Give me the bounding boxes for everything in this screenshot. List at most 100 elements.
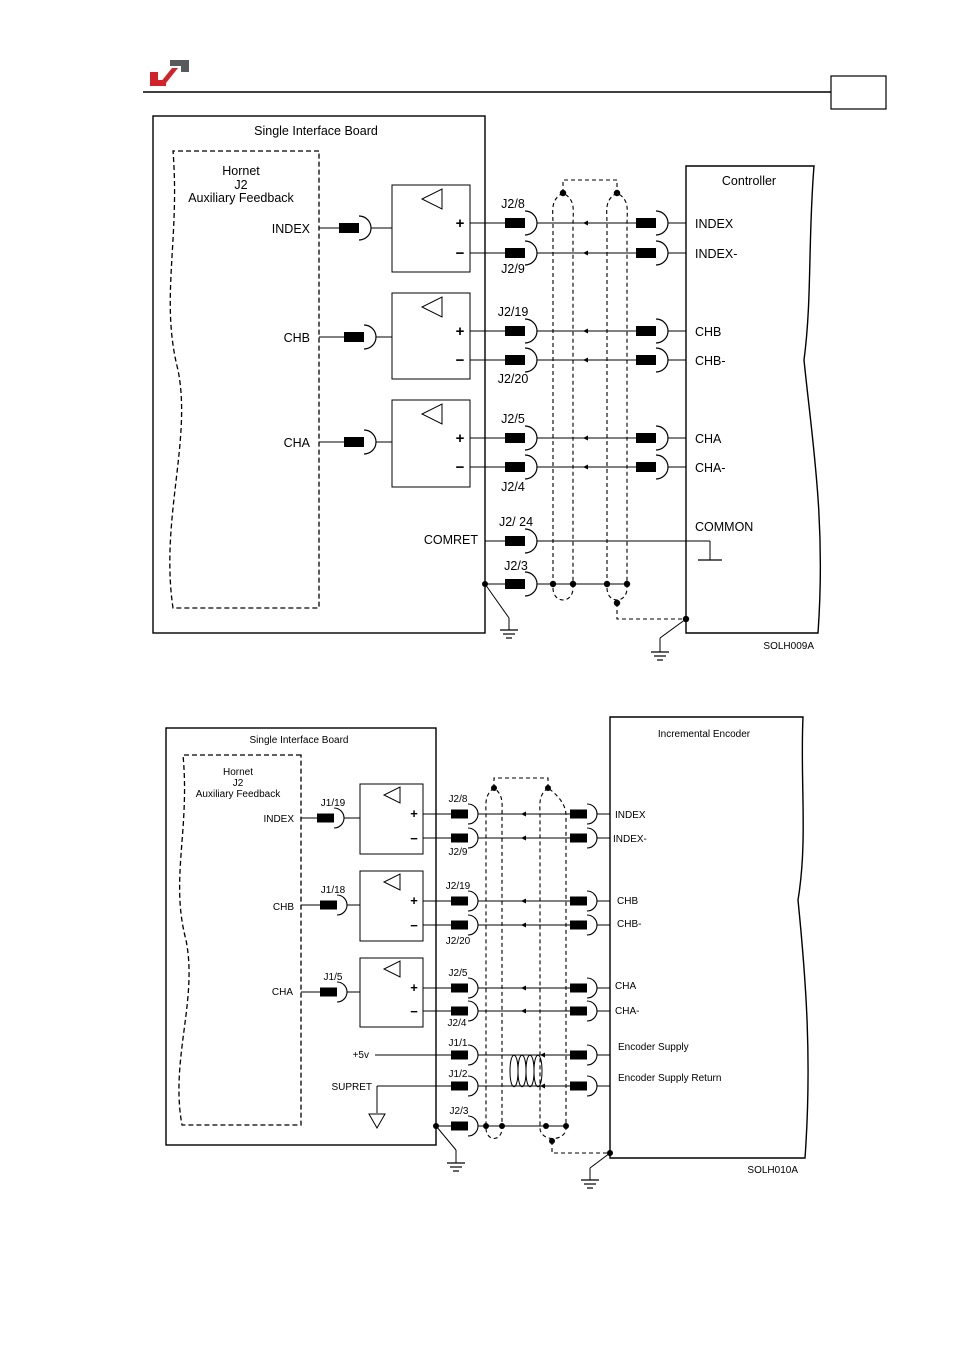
connector xyxy=(504,318,538,344)
controller-plus-label: CHA xyxy=(695,432,722,446)
connector xyxy=(569,914,598,936)
connector xyxy=(569,1075,598,1097)
channel-cha: CHA J1/5 + − J2/5 J2/4 CHA CHA- xyxy=(272,957,639,1029)
amplifier-triangle-icon xyxy=(382,786,401,804)
line-receiver-box xyxy=(391,184,471,273)
encoder-plus-label: CHB xyxy=(617,896,638,907)
minus-sign: − xyxy=(456,459,465,476)
supply-pin-label: J1/1 xyxy=(449,1038,468,1049)
line-receiver-box xyxy=(359,783,424,855)
connector xyxy=(504,528,538,554)
connector xyxy=(635,454,669,480)
channel-cha: CHA + − J2/5 J2/4 CHA CHA- xyxy=(284,399,726,494)
shield-junction-dots xyxy=(483,785,613,1156)
board-signal-label: CHB xyxy=(284,331,310,345)
encoder-plus-label: CHA xyxy=(615,981,636,992)
connector xyxy=(450,890,479,912)
shield-line: J2/3 xyxy=(433,1106,566,1172)
hornet-label-line3: Auxiliary Feedback xyxy=(196,789,281,800)
connector xyxy=(450,1115,479,1137)
pin-minus-label: J2/9 xyxy=(501,262,525,276)
board-signal-label: CHB xyxy=(273,902,294,913)
controller-plus-label: INDEX xyxy=(695,217,734,231)
pin-minus-label: J2/4 xyxy=(501,480,525,494)
ground-icon xyxy=(580,1179,600,1189)
board-pin-label: J1/5 xyxy=(324,972,343,983)
encoder-plus-label: INDEX xyxy=(615,810,646,821)
shield-line: J2/3 xyxy=(482,559,627,639)
connector xyxy=(569,1000,598,1022)
pin-plus-label: J2/19 xyxy=(498,305,529,319)
common-label: COMMON xyxy=(695,520,753,534)
cable-shield xyxy=(485,777,610,1154)
amplifier-triangle-icon xyxy=(382,873,401,891)
shield-pin-label: J2/3 xyxy=(504,559,528,573)
channel-index: INDEX + − J2/8 J2/9 INDEX INDEX- xyxy=(272,184,737,276)
line-receiver-box xyxy=(391,292,471,380)
encoder-minus-label: CHA- xyxy=(615,1006,639,1017)
interface-board-outline xyxy=(152,115,486,634)
connector xyxy=(504,454,538,480)
connector xyxy=(316,807,345,829)
plus-sign: + xyxy=(410,806,418,821)
pin-minus-label: J2/9 xyxy=(449,847,468,858)
pin-minus-label: J2/20 xyxy=(498,372,529,386)
minus-sign: − xyxy=(456,352,465,369)
connector xyxy=(343,324,377,350)
amplifier-triangle-icon xyxy=(420,296,443,318)
plus-sign: + xyxy=(456,215,465,232)
ground-icon xyxy=(446,1162,466,1172)
hornet-label-line2: J2 xyxy=(234,178,247,192)
comret-pin-label: J2/ 24 xyxy=(499,515,533,529)
supply-return-pin-label: J1/2 xyxy=(449,1069,468,1080)
common-return-line: COMRET J2/ 24 COMMON xyxy=(424,515,753,561)
pin-plus-label: J2/8 xyxy=(501,197,525,211)
connector xyxy=(569,977,598,999)
controller-minus-label: CHB- xyxy=(695,354,726,368)
connector xyxy=(569,1044,598,1066)
encoder-minus-label: CHB- xyxy=(617,919,641,930)
connector xyxy=(635,210,669,236)
ground-icon xyxy=(499,629,519,639)
pin-plus-label: J2/19 xyxy=(446,881,471,892)
line-receiver-box xyxy=(391,399,471,488)
connector xyxy=(635,425,669,451)
page-number-box xyxy=(830,75,887,110)
controller-plus-label: CHB xyxy=(695,325,721,339)
connector xyxy=(569,827,598,849)
board-pin-label: J1/19 xyxy=(321,798,346,809)
board-signal-label: INDEX xyxy=(263,814,294,825)
line-receiver-box xyxy=(359,870,424,942)
amplifier-triangle-icon xyxy=(382,960,401,978)
shield-pin-label: J2/3 xyxy=(450,1106,469,1117)
controller-outline xyxy=(685,165,822,634)
board-signal-label: CHA xyxy=(272,987,293,998)
supply-return-label: SUPRET xyxy=(331,1082,372,1093)
controller-title: Controller xyxy=(722,174,776,188)
supply-label: +5v xyxy=(353,1050,369,1061)
connector xyxy=(450,977,479,999)
board-signal-label: INDEX xyxy=(272,222,311,236)
connector xyxy=(450,827,479,849)
figure-code: SOLH009A xyxy=(763,641,814,652)
connector xyxy=(343,429,377,455)
hornet-label-line3: Auxiliary Feedback xyxy=(188,191,294,205)
controller-minus-label: CHA- xyxy=(695,461,726,475)
connector xyxy=(635,318,669,344)
plus-sign: + xyxy=(410,893,418,908)
pin-plus-label: J2/5 xyxy=(501,412,525,426)
minus-sign: − xyxy=(410,831,418,846)
encoder-supply-label: Encoder Supply xyxy=(618,1042,689,1053)
diagram-encoder-wiring: Single Interface Board Hornet J2 Auxilia… xyxy=(165,716,809,1189)
ground-icon xyxy=(650,651,670,661)
amplifier-triangle-icon xyxy=(420,403,443,425)
pin-minus-label: J2/4 xyxy=(448,1018,467,1029)
connector xyxy=(450,914,479,936)
minus-sign: − xyxy=(410,918,418,933)
encoder-supply-return-label: Encoder Supply Return xyxy=(618,1073,721,1084)
signal-ground-icon xyxy=(368,1113,386,1130)
connector xyxy=(504,347,538,373)
pin-plus-label: J2/5 xyxy=(449,968,468,979)
